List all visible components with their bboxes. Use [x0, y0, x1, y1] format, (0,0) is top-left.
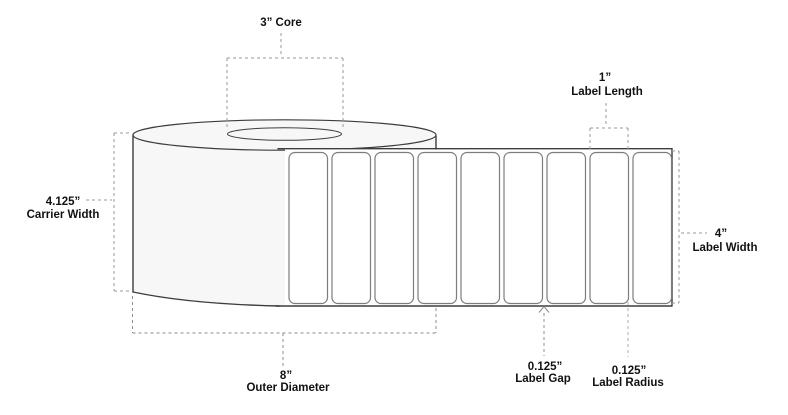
label-radius-value: 0.125”: [612, 365, 647, 377]
outer-diameter-bracket-lines: [132, 296, 437, 366]
die-cut-label: [288, 151, 329, 305]
annotation-carrier-width: 4.125” Carrier Width: [27, 132, 131, 292]
die-cut-label: [632, 151, 673, 305]
outer-diameter-value: 8”: [280, 370, 292, 382]
roll-bottom-curve: [132, 291, 280, 307]
die-cut-label: [546, 151, 587, 305]
outer-diameter-label: Outer Diameter: [246, 382, 330, 394]
annotation-label-length: 1” Label Length: [571, 72, 643, 151]
labels: [288, 151, 673, 305]
label-length-label: Label Length: [571, 86, 643, 98]
label-gap-label: Label Gap: [515, 373, 571, 385]
label-width-value: 4”: [715, 228, 727, 240]
annotation-label-width: 4” Label Width: [672, 150, 758, 304]
die-cut-label: [331, 151, 372, 305]
label-gap-value: 0.125”: [528, 361, 563, 373]
die-cut-label: [503, 151, 544, 305]
label-width-label: Label Width: [692, 242, 757, 254]
die-cut-label: [374, 151, 415, 305]
annotation-label-radius: 0.125” Label Radius: [592, 302, 664, 389]
label-length-pointer-lines: [589, 103, 629, 151]
label-strip: [275, 148, 673, 307]
die-cut-label: [417, 151, 458, 305]
die-cut-label: [589, 151, 630, 305]
carrier-width-value: 4.125”: [46, 196, 81, 208]
die-cut-label: [460, 151, 501, 305]
core-dimension-text: 3” Core: [260, 17, 302, 29]
annotation-core: 3” Core: [226, 17, 344, 129]
label-radius-label: Label Radius: [592, 377, 664, 389]
label-gap-arrowhead: [538, 305, 550, 313]
carrier-width-label: Carrier Width: [27, 209, 100, 221]
carrier-width-bracket-lines: [86, 132, 131, 292]
core-pointer-lines: [226, 33, 344, 129]
label-width-bracket-lines: [672, 150, 707, 304]
label-length-value: 1”: [599, 72, 611, 84]
annotation-label-gap: 0.125” Label Gap: [515, 305, 571, 385]
roll-core-hole: [227, 127, 342, 141]
annotation-outer-diameter: 8” Outer Diameter: [132, 296, 437, 394]
